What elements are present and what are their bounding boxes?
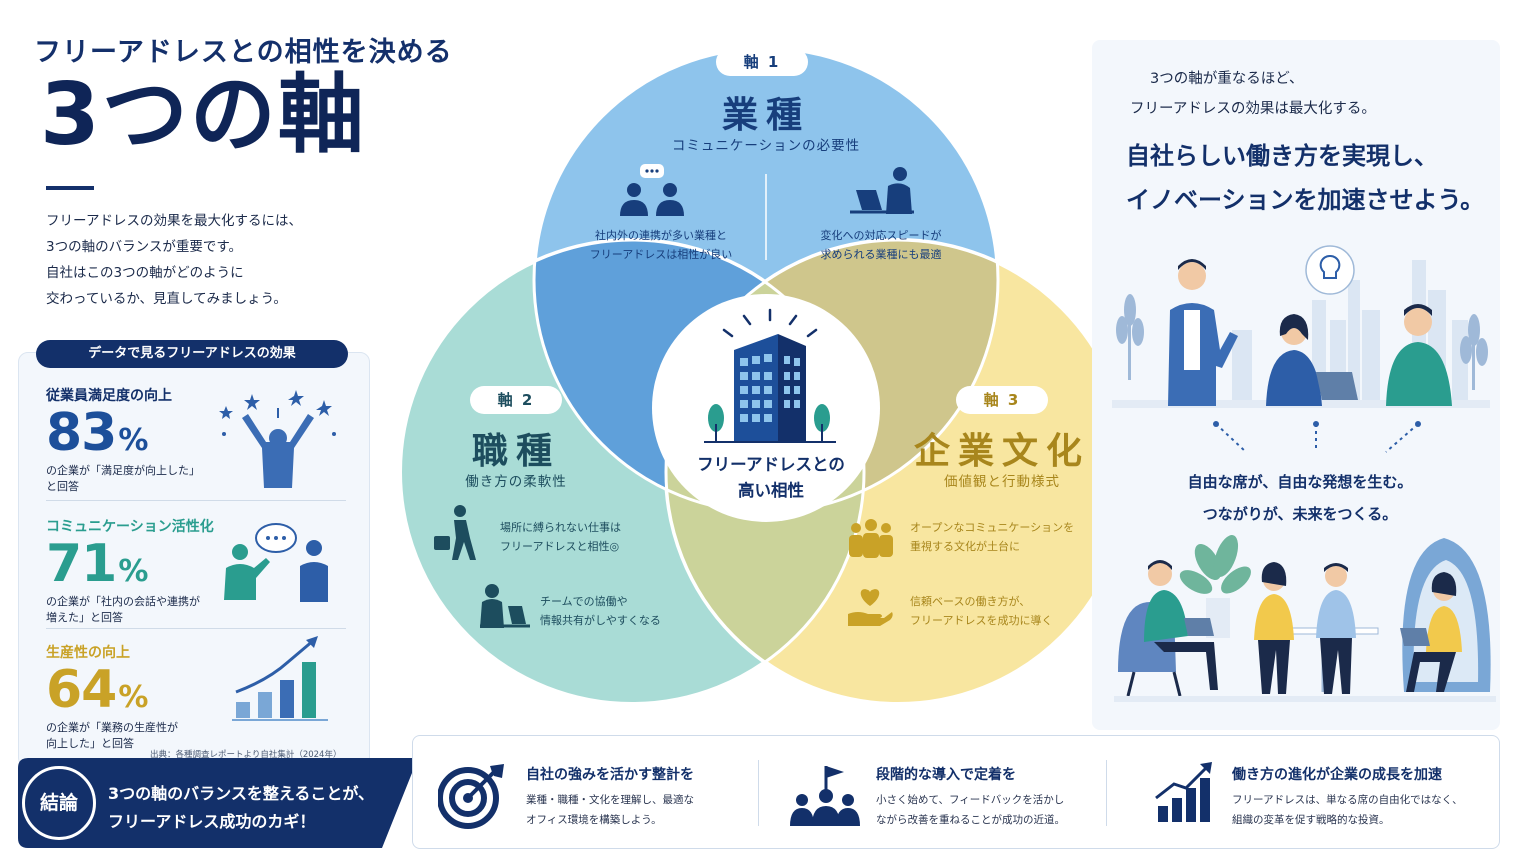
axis3-pill: 軸 3: [956, 386, 1048, 414]
bottom-item-3: 働き方の進化が企業の成長を加速 フリーアドレスは、単なる席の自由化ではなく、組織…: [1232, 767, 1463, 826]
heart-hand-icon: [848, 589, 893, 626]
stat-value: 71: [46, 534, 117, 594]
laptop-worker-icon: [850, 167, 914, 214]
title-divider: [46, 186, 94, 190]
axis2-title: 職種: [471, 431, 560, 472]
stat-satisfaction: 従業員満足度の向上 83% の企業が「満足度が向上した」と回答: [46, 388, 200, 493]
conclusion-badge: 結論: [22, 766, 96, 840]
group-people-icon: [849, 519, 893, 558]
axis1-note-2: 変化への対応スピードが求められる業種にも最適: [820, 229, 942, 261]
stat-productivity: 生産性の向上 64% の企業が「業務の生産性が向上した」と回答: [46, 645, 178, 750]
bottom-summary-bar: [412, 735, 1500, 849]
stat-communication: コミュニケーション活性化 71% の企業が「社内の会話や連携が増えた」と回答: [46, 519, 214, 624]
axis2-note-2: チームでの協働や情報共有がしやすくなる: [540, 595, 661, 627]
office-discussion-illustration: [1112, 245, 1490, 408]
growth-chart-icon: [1155, 762, 1212, 822]
walking-businessperson-icon: [434, 505, 476, 560]
stat-value: 64: [46, 660, 117, 720]
axis2-subtitle: 働き方の柔軟性: [465, 474, 567, 490]
axis2-note-1: 場所に縛られない仕事はフリーアドレスと相性◎: [500, 521, 621, 553]
lounge-workspace-illustration: [1114, 535, 1496, 702]
conversation-people-icon: [224, 523, 328, 602]
axis1-subtitle: コミュニケーションの必要性: [671, 138, 861, 154]
axis3-subtitle: 価値観と行動様式: [944, 474, 1060, 490]
source-note: 出典：各種調査レポートより自社集計（2024年）: [150, 750, 342, 760]
stat-divider: [46, 500, 346, 501]
bottom-divider: [758, 760, 759, 826]
connector-lines: [1213, 421, 1421, 453]
right-headline: 自社らしい働き方を実現し、 イノベーションを加速させよう。: [1126, 142, 1485, 214]
office-building-icon: [704, 308, 836, 443]
right-mid-text: 自由な席が、自由な発想を生む。 つながりが、未来をつくる。: [1187, 473, 1413, 523]
intro-text: フリーアドレスの効果を最大化するには、 3つの軸のバランスが重要です。 自社はこ…: [46, 213, 302, 307]
target-icon: [438, 764, 504, 829]
stat-divider: [46, 628, 346, 629]
meeting-people-icon: [620, 164, 684, 216]
desk-worker-icon: [480, 584, 530, 628]
bottom-divider: [1106, 760, 1107, 826]
axis3-note-1: オープンなコミュニケーションを重視する文化が土台に: [910, 521, 1075, 553]
axis1-title: 業種: [721, 95, 810, 136]
venn-center-label: フリーアドレスとの 高い相性: [697, 455, 845, 500]
conclusion-text: 3つの軸のバランスを整えることが、 フリーアドレス成功のカギ！: [108, 784, 375, 831]
right-lead-text: 3つの軸が重なるほど、 フリーアドレスの効果は最大化する。: [1130, 71, 1376, 117]
axis1-pill: 軸 1: [716, 48, 808, 76]
team-flag-icon: [790, 766, 860, 826]
page-title: 3つの軸: [40, 65, 366, 165]
stat-value: 83: [46, 403, 117, 463]
conclusion-banner: [18, 758, 418, 848]
axis1-note-1: 社内外の連携が多い業種とフリーアドレスは相性が良い: [589, 229, 733, 261]
axis3-title: 企業文化: [913, 431, 1090, 472]
celebrating-person-icon: [219, 390, 336, 488]
growth-bar-chart-icon: [232, 636, 328, 721]
axis2-pill: 軸 2: [470, 386, 562, 414]
bottom-item-1: 自社の強みを活かす整計を 業種・職種・文化を理解し、最適なオフィス環境を構築しよ…: [526, 767, 694, 826]
bottom-item-2: 段階的な導入で定着を 小さく始めて、フィードバックを活かしながら改善を重ねること…: [876, 767, 1065, 826]
axis3-note-2: 信頼ベースの働き方が、フリーアドレスを成功に導く: [910, 595, 1053, 627]
page-subtitle: フリーアドレスとの相性を決める: [34, 37, 453, 68]
data-panel-title: データで見るフリーアドレスの効果: [36, 340, 348, 368]
